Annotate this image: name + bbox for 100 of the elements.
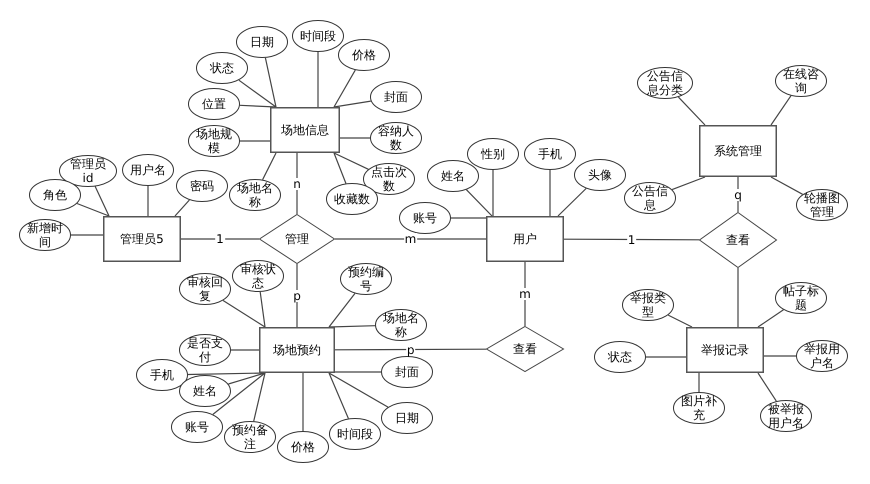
entity-box: 举报记录: [686, 327, 764, 373]
cardinality-label: 1: [626, 234, 636, 246]
connector-line: [758, 372, 777, 402]
connector-line: [328, 372, 349, 419]
connector-line: [222, 300, 266, 328]
attribute-ellipse: 用户名: [122, 154, 174, 186]
connector-line: [335, 238, 486, 240]
connector-line: [335, 348, 486, 350]
connector-line: [328, 293, 356, 328]
attribute-ellipse: 账号: [171, 411, 223, 443]
connector-line: [328, 372, 388, 408]
connector-line: [672, 176, 706, 190]
connector-line: [260, 292, 266, 328]
attribute-ellipse: 状态: [594, 341, 646, 373]
connector-line: [334, 100, 371, 108]
cardinality-label: q: [733, 188, 743, 200]
attribute-ellipse: 价格: [277, 431, 329, 463]
attribute-ellipse: 头像: [574, 159, 626, 191]
connector-line: [737, 177, 739, 212]
attribute-ellipse: 角色: [29, 179, 81, 211]
connector-line: [174, 200, 190, 216]
connector-line: [328, 325, 376, 328]
connector-line: [94, 186, 110, 216]
connector-line: [335, 371, 381, 373]
attribute-ellipse: 时间段: [329, 418, 381, 450]
entity-box: 场地信息: [270, 107, 340, 153]
connector-line: [524, 262, 526, 326]
attribute-ellipse: 容纳人数: [370, 122, 422, 154]
attribute-ellipse: 密码: [176, 170, 228, 202]
attribute-ellipse: 公告信息: [624, 182, 676, 214]
attribute-ellipse: 被举报用户名: [760, 400, 812, 432]
attribute-ellipse: 轮播图管理: [796, 189, 848, 221]
attribute-ellipse: 预约备注: [224, 421, 276, 453]
connector-line: [646, 356, 686, 358]
connector-line: [451, 217, 486, 219]
attribute-ellipse: 账号: [399, 202, 451, 234]
attribute-ellipse: 收藏数: [326, 183, 378, 215]
connector-line: [147, 186, 149, 216]
attribute-ellipse: 手机: [136, 359, 188, 391]
attribute-ellipse: 日期: [381, 402, 433, 434]
entity-box: 用户: [486, 216, 564, 262]
connector-line: [317, 52, 319, 107]
connector-line: [340, 137, 370, 139]
attribute-ellipse: 预约编号: [340, 263, 392, 295]
attribute-ellipse: 位置: [188, 88, 240, 120]
connector-line: [302, 373, 304, 431]
cardinality-label: n: [292, 178, 302, 190]
attribute-ellipse: 举报用户名: [796, 340, 848, 372]
connector-line: [466, 189, 492, 216]
cardinality-label: m: [404, 233, 418, 245]
connector-line: [181, 238, 259, 240]
entity-box: 管理员5: [103, 216, 181, 262]
attribute-ellipse: 封面: [370, 81, 422, 113]
cardinality-label: m: [518, 288, 532, 300]
connector-line: [228, 372, 266, 385]
attribute-ellipse: 审核状态: [232, 260, 284, 292]
connector-line: [262, 152, 277, 180]
connector-line: [558, 188, 587, 216]
connector-line: [333, 70, 356, 108]
connector-line: [334, 152, 369, 170]
connector-line: [238, 80, 276, 108]
attribute-ellipse: 场地名称: [229, 179, 281, 211]
connector-line: [758, 309, 784, 328]
connector-line: [564, 238, 700, 240]
connector-line: [492, 170, 494, 216]
attribute-ellipse: 在线咨询: [775, 65, 827, 97]
attribute-ellipse: 新增时间: [19, 219, 71, 251]
connector-line: [71, 234, 103, 236]
entity-box: 系统管理: [699, 125, 777, 177]
connector-line: [549, 170, 551, 216]
entity-box: 场地预约: [259, 327, 335, 373]
attribute-ellipse: 价格: [338, 39, 390, 71]
connector-line: [770, 95, 792, 126]
attribute-ellipse: 姓名: [179, 375, 231, 407]
attribute-ellipse: 举报类型: [622, 289, 674, 321]
connector-line: [770, 176, 803, 195]
connector-line: [240, 140, 270, 142]
attribute-ellipse: 图片补充: [673, 392, 725, 424]
relationship-diamond: 查看: [486, 326, 564, 372]
attribute-ellipse: 状态: [196, 52, 248, 84]
connector-line: [678, 96, 706, 126]
connector-line: [764, 355, 796, 357]
attribute-ellipse: 封面: [381, 356, 433, 388]
connector-line: [240, 104, 276, 108]
connector-line: [698, 373, 700, 392]
connector-line: [212, 372, 266, 415]
connector-line: [296, 153, 298, 214]
relationship-diamond: 管理: [259, 214, 335, 264]
attribute-ellipse: 日期: [236, 26, 288, 58]
connector-line: [76, 202, 110, 217]
cardinality-label: 1: [215, 233, 225, 245]
attribute-ellipse: 手机: [524, 138, 576, 170]
attribute-ellipse: 姓名: [427, 160, 479, 192]
connector-line: [231, 349, 259, 351]
attribute-ellipse: 公告信息分类: [637, 67, 693, 99]
attribute-ellipse: 性别: [467, 138, 519, 170]
attribute-ellipse: 是否支付: [179, 334, 231, 366]
connector-line: [333, 152, 346, 184]
connector-line: [296, 264, 298, 327]
relationship-diamond: 查看: [699, 212, 777, 268]
